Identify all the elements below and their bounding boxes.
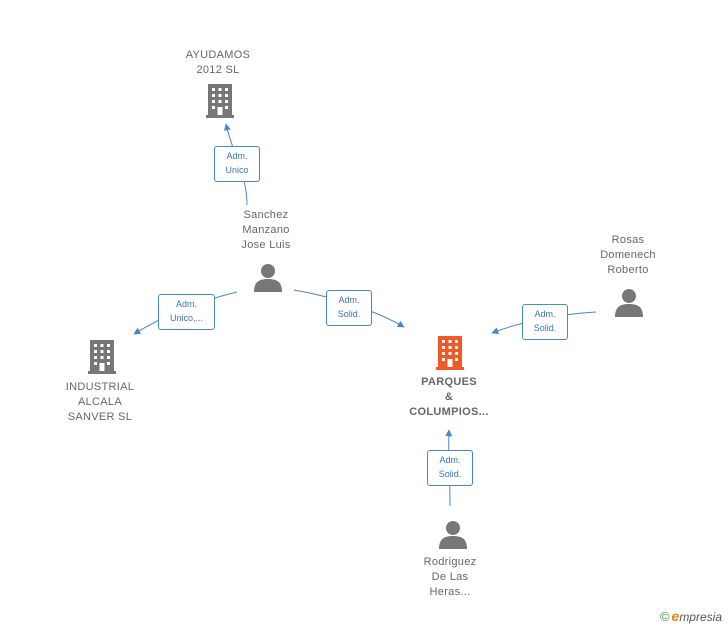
node-label-rodriguez[interactable]: Rodriguez De Las Heras...: [423, 556, 477, 598]
edge-label-adm-unico[interactable]: Adm. Unico: [214, 146, 260, 182]
brand-watermark: ©empresia: [660, 608, 722, 624]
person-icon[interactable]: [254, 264, 282, 292]
node-label-rosas[interactable]: Rosas Domenech Roberto: [600, 234, 656, 276]
node-label-ayudamos[interactable]: AYUDAMOS 2012 SL: [185, 49, 251, 76]
person-icon[interactable]: [615, 289, 643, 317]
person-icon[interactable]: [439, 521, 467, 549]
edge-label-adm-solid[interactable]: Adm. Solid.: [427, 450, 473, 486]
brand-name: mpresia: [679, 610, 722, 624]
copyright-symbol: ©: [659, 609, 670, 624]
brand-logo-initial: e: [671, 608, 680, 624]
node-label-parques[interactable]: PARQUES & COLUMPIOS...: [409, 376, 489, 418]
node-label-sanchez[interactable]: Sanchez Manzano Jose Luis: [241, 209, 291, 251]
building-icon[interactable]: [88, 340, 116, 374]
edge-label-adm-unico-multi[interactable]: Adm. Unico,...: [158, 294, 215, 330]
building-icon[interactable]: [206, 84, 234, 118]
edge-label-adm-solid[interactable]: Adm. Solid.: [326, 290, 372, 326]
edge-label-adm-solid[interactable]: Adm. Solid.: [522, 304, 568, 340]
node-label-industrial[interactable]: INDUSTRIAL ALCALA SANVER SL: [65, 381, 135, 423]
building-icon[interactable]: [436, 336, 464, 370]
